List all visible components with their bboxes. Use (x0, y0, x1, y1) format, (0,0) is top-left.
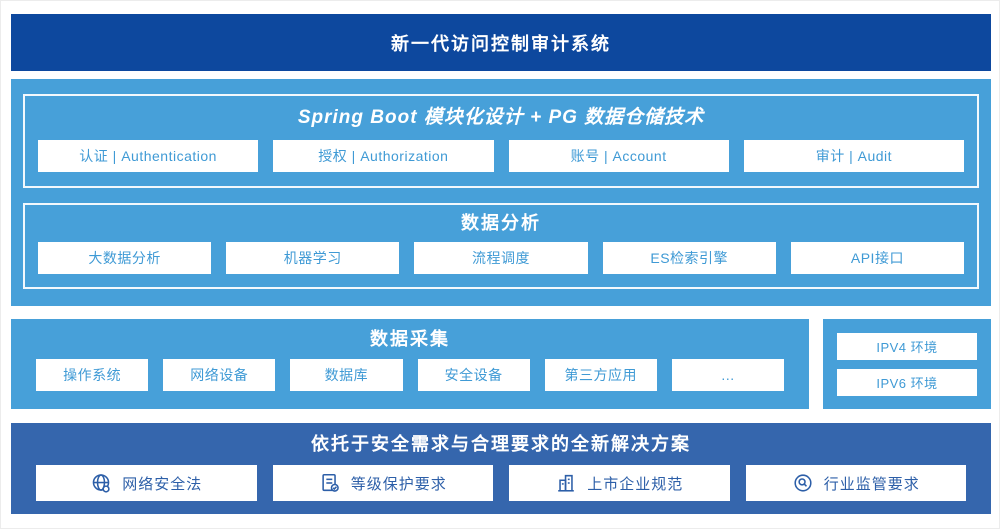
module-audit: 审计 | Audit (743, 140, 964, 172)
solution-classified-protection: 等级保护要求 (272, 465, 493, 501)
data-analysis-module-row: 大数据分析 机器学习 流程调度 ES检索引擎 API接口 (38, 242, 965, 274)
module-network-device: 网络设备 (163, 359, 276, 391)
module-bigdata-analysis: 大数据分析 (38, 242, 212, 274)
springboot-title: Spring Boot 模块化设计 + PG 数据仓储技术 (297, 107, 705, 128)
module-third-party-app: 第三方应用 (544, 359, 657, 391)
module-security-device: 安全设备 (417, 359, 530, 391)
module-operating-system: 操作系统 (36, 359, 149, 391)
solution-item-label: 网络安全法 (122, 475, 203, 493)
ipv4-environment: IPV4 环境 (837, 332, 977, 360)
system-title-banner: 新一代访问控制审计系统 (11, 14, 991, 71)
data-collection-module-row: 操作系统 网络设备 数据库 安全设备 第三方应用 … (36, 359, 785, 391)
globe-icon (90, 472, 112, 494)
solution-item-label: 行业监管要求 (823, 475, 920, 493)
module-machine-learning: 机器学习 (226, 242, 400, 274)
badge-search-icon (792, 472, 814, 494)
ipv6-environment: IPV6 环境 (837, 368, 977, 396)
data-collection-section: 数据采集 操作系统 网络设备 数据库 安全设备 第三方应用 … (11, 319, 809, 409)
network-environment-section: IPV4 环境 IPV6 环境 (823, 319, 991, 409)
solution-item-row: 网络安全法 等级保护要求 (36, 465, 966, 501)
module-database: 数据库 (290, 359, 403, 391)
platform-section: Spring Boot 模块化设计 + PG 数据仓储技术 认证 | Authe… (11, 79, 991, 306)
solution-item-label: 等级保护要求 (350, 475, 447, 493)
solution-industry-regulation: 行业监管要求 (745, 465, 966, 501)
data-analysis-subsection: 数据分析 大数据分析 机器学习 流程调度 ES检索引擎 API接口 (23, 203, 979, 289)
solution-network-security-law: 网络安全法 (36, 465, 257, 501)
system-title: 新一代访问控制审计系统 (391, 33, 611, 54)
solution-title: 依托于安全需求与合理要求的全新解决方案 (311, 434, 691, 454)
module-authorization: 授权 | Authorization (273, 140, 494, 172)
springboot-subsection: Spring Boot 模块化设计 + PG 数据仓储技术 认证 | Authe… (23, 94, 979, 188)
module-api-interface: API接口 (790, 242, 965, 274)
document-check-icon (319, 472, 341, 494)
data-analysis-title: 数据分析 (461, 213, 541, 233)
building-icon (555, 472, 577, 494)
solution-listed-company: 上市企业规范 (509, 465, 730, 501)
module-more-ellipsis: … (671, 359, 785, 391)
springboot-module-row: 认证 | Authentication 授权 | Authorization 账… (38, 140, 964, 172)
module-process-scheduling: 流程调度 (414, 242, 588, 274)
module-account: 账号 | Account (508, 140, 729, 172)
solution-section: 依托于安全需求与合理要求的全新解决方案 网络安全法 (11, 423, 991, 514)
solution-item-label: 上市企业规范 (587, 475, 684, 493)
module-es-search-engine: ES检索引擎 (602, 242, 776, 274)
module-authentication: 认证 | Authentication (38, 140, 259, 172)
data-collection-title: 数据采集 (370, 329, 450, 349)
